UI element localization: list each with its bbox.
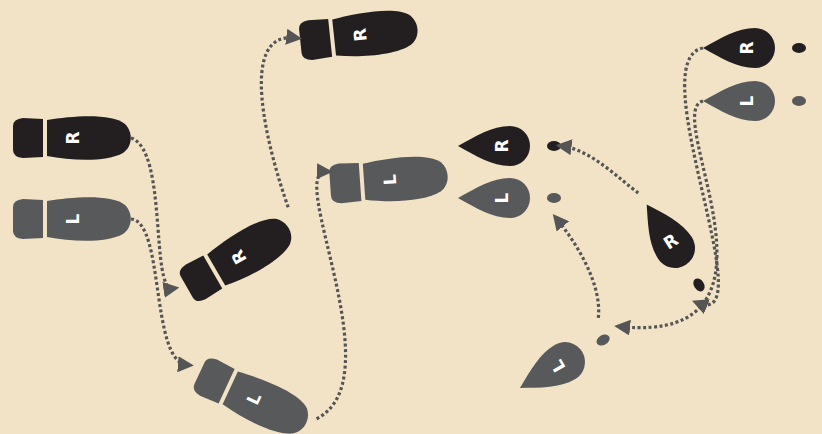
step-arrow (557, 219, 599, 318)
footprint: L (458, 177, 562, 219)
step-arrow (261, 38, 295, 208)
shoe-sole (332, 7, 420, 59)
foot-letter: R (738, 41, 756, 54)
foot-drop (458, 126, 530, 166)
shoe-sole (47, 116, 131, 159)
footprint: R (703, 27, 807, 69)
shoe-sole (363, 154, 450, 203)
heel-dot (691, 276, 707, 293)
heel-dot (547, 141, 561, 151)
foot-drop (703, 28, 775, 68)
shoe-sole (47, 197, 131, 240)
foot-drop (510, 335, 592, 406)
step-arrow (685, 48, 719, 305)
heel-dot (595, 332, 612, 348)
step-arrow (131, 138, 173, 289)
heel-dot (792, 96, 806, 106)
foot-letter: R (351, 27, 370, 42)
shoe-heel (13, 199, 43, 239)
heel-dot (792, 43, 806, 53)
footprint: L (509, 318, 620, 406)
foot-letter: R (64, 131, 82, 144)
footprint: L (703, 80, 807, 122)
footprint: L (326, 152, 449, 208)
footprint: R (629, 193, 721, 303)
foot-drop (630, 193, 703, 275)
foot-letter: L (64, 214, 82, 225)
foot-letter: L (493, 193, 511, 204)
shoe-heel (13, 118, 43, 158)
footprint: R (458, 125, 562, 167)
footprint: R (173, 207, 301, 309)
foot-letter: L (738, 96, 756, 107)
shoe-heel (298, 18, 332, 61)
footprint: R (296, 5, 420, 65)
footprint: R (11, 114, 131, 162)
shoe-heel (329, 162, 362, 204)
foot-drop (458, 178, 530, 218)
shoe-sole (221, 368, 315, 434)
foot-letter: R (493, 139, 511, 152)
step-arrow (131, 219, 187, 365)
footprint: L (11, 195, 131, 243)
step-arrow (562, 146, 638, 193)
step-arrow (621, 101, 717, 328)
foot-letter: L (381, 174, 400, 186)
shoe-sole (205, 209, 299, 288)
foot-drop (703, 81, 775, 121)
footprint: L (187, 351, 316, 434)
heel-dot (547, 193, 561, 203)
step-arrow (317, 172, 346, 419)
